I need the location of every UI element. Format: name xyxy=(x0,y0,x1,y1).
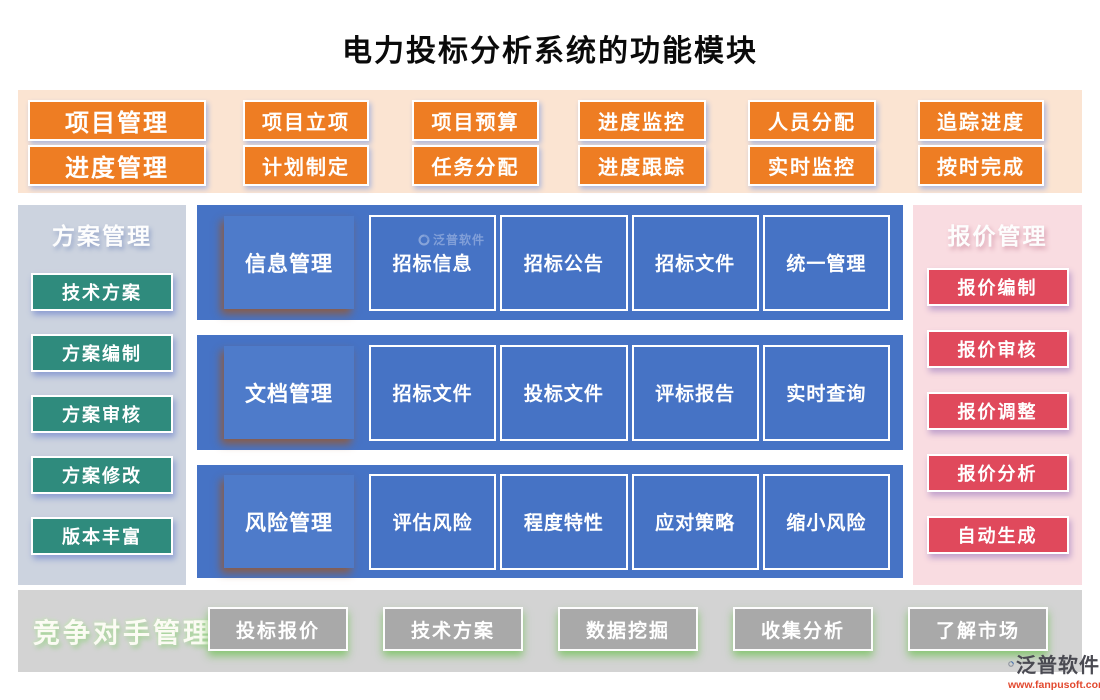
button-progress-monitoring[interactable]: 进度监控 xyxy=(578,100,706,141)
button-on-time-completion[interactable]: 按时完成 xyxy=(918,145,1044,186)
risk-management-row: 风险管理 评估风险 程度特性 应对策略 缩小风险 xyxy=(197,465,903,578)
button-understand-market[interactable]: 了解市场 xyxy=(908,607,1048,651)
button-plan-modification[interactable]: 方案修改 xyxy=(31,456,173,494)
cell-bidding-documents[interactable]: 投标文件 xyxy=(500,344,628,441)
fanpu-logo-url: www.fanpusoft.com xyxy=(1008,679,1100,691)
project-schedule-band: 项目管理 进度管理 项目立项 计划制定 项目预算 任务分配 进度监控 进度跟踪 … xyxy=(18,90,1082,193)
button-quotation-compilation[interactable]: 报价编制 xyxy=(926,268,1069,306)
button-quotation-review[interactable]: 报价审核 xyxy=(926,330,1069,368)
cell-degree-characteristics[interactable]: 程度特性 xyxy=(500,473,628,570)
button-project-initiation[interactable]: 项目立项 xyxy=(243,100,369,141)
button-bid-quotation[interactable]: 投标报价 xyxy=(208,607,348,651)
cell-evaluation-report[interactable]: 评标报告 xyxy=(631,344,759,441)
button-schedule-management[interactable]: 进度管理 xyxy=(28,145,206,186)
page-title: 电力投标分析系统的功能模块 xyxy=(342,35,758,68)
button-quotation-adjustment[interactable]: 报价调整 xyxy=(926,392,1069,430)
button-personnel-allocation[interactable]: 人员分配 xyxy=(748,100,876,141)
fanpu-logo: 泛普软件 www.fanpusoft.com xyxy=(1008,649,1100,691)
risk-management-header: 风险管理 xyxy=(224,475,354,568)
information-management-header: 信息管理 xyxy=(224,216,354,309)
button-trace-progress[interactable]: 追踪进度 xyxy=(918,100,1044,141)
quotation-management-title: 报价管理 xyxy=(947,224,1048,249)
fanpu-watermark: 泛普软件 xyxy=(418,231,485,248)
document-management-header: 文档管理 xyxy=(224,346,354,439)
button-technical-plan[interactable]: 技术方案 xyxy=(31,273,173,311)
button-plan-review[interactable]: 方案审核 xyxy=(31,395,173,433)
cell-tender-documents[interactable]: 招标文件 xyxy=(369,344,497,441)
fanpu-logo-text: 泛普软件 xyxy=(1016,655,1100,677)
button-project-budget[interactable]: 项目预算 xyxy=(412,100,539,141)
fanpu-watermark-icon xyxy=(418,234,430,245)
cell-unified-management[interactable]: 统一管理 xyxy=(762,214,890,311)
button-technical-solution[interactable]: 技术方案 xyxy=(383,607,523,651)
cell-bid-information[interactable]: 招标信息 xyxy=(369,214,497,311)
button-data-mining[interactable]: 数据挖掘 xyxy=(558,607,698,651)
fanpu-watermark-text: 泛普软件 xyxy=(433,233,486,247)
competitor-management-band: 竞争对手管理 投标报价 技术方案 数据挖掘 收集分析 了解市场 xyxy=(18,590,1082,672)
competitor-management-title: 竞争对手管理 xyxy=(33,618,213,649)
cell-risk-reduction[interactable]: 缩小风险 xyxy=(762,473,890,570)
cell-realtime-query[interactable]: 实时查询 xyxy=(762,344,890,441)
button-collection-analysis[interactable]: 收集分析 xyxy=(733,607,873,651)
cell-bid-announcement[interactable]: 招标公告 xyxy=(500,214,628,311)
cell-bid-documents[interactable]: 招标文件 xyxy=(631,214,759,311)
cell-risk-assessment[interactable]: 评估风险 xyxy=(369,473,497,570)
plan-management-title: 方案管理 xyxy=(52,224,152,249)
quotation-management-panel: 报价管理 报价编制 报价审核 报价调整 报价分析 自动生成 xyxy=(913,205,1082,585)
cell-response-strategy[interactable]: 应对策略 xyxy=(631,473,759,570)
document-management-row: 文档管理 招标文件 投标文件 评标报告 实时查询 xyxy=(197,335,903,450)
button-auto-generation[interactable]: 自动生成 xyxy=(926,516,1069,554)
button-realtime-monitoring[interactable]: 实时监控 xyxy=(748,145,876,186)
information-management-row: 信息管理 招标信息 招标公告 招标文件 统一管理 xyxy=(197,205,903,320)
plan-management-panel: 方案管理 技术方案 方案编制 方案审核 方案修改 版本丰富 xyxy=(18,205,186,585)
button-task-assignment[interactable]: 任务分配 xyxy=(412,145,539,186)
button-plan-compilation[interactable]: 方案编制 xyxy=(31,334,173,372)
fanpu-logo-icon xyxy=(1008,660,1014,667)
button-progress-tracking[interactable]: 进度跟踪 xyxy=(578,145,706,186)
button-plan-making[interactable]: 计划制定 xyxy=(243,145,369,186)
button-project-management[interactable]: 项目管理 xyxy=(28,100,206,141)
button-version-rich[interactable]: 版本丰富 xyxy=(31,517,173,555)
button-quotation-analysis[interactable]: 报价分析 xyxy=(926,454,1069,492)
